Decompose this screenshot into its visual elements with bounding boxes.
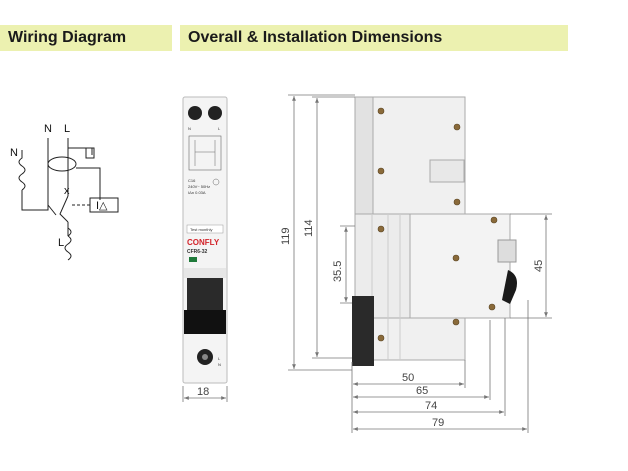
front-model: CFR6-32 bbox=[187, 249, 208, 255]
side-rail-clip bbox=[352, 296, 374, 366]
wiring-delta-label: I△ bbox=[96, 200, 108, 212]
front-term-n: N bbox=[188, 126, 191, 131]
front-trip: IΔn 0.03A bbox=[188, 190, 206, 195]
front-rating: C16 bbox=[188, 178, 196, 183]
front-toggle-slot bbox=[184, 268, 226, 278]
front-term-l: L bbox=[218, 126, 221, 131]
dim-50: 50 bbox=[402, 372, 414, 384]
dim-119: 119 bbox=[280, 227, 292, 245]
front-term-bottom-n: N bbox=[218, 362, 221, 367]
wiring-label-n-top: N bbox=[44, 123, 52, 135]
front-voltage: 240V~ 50Hz bbox=[188, 184, 210, 189]
front-test-label: Test monthly bbox=[190, 227, 212, 232]
wiring-sense-line bbox=[76, 167, 101, 200]
dim-74: 74 bbox=[425, 400, 437, 412]
wiring-diagram: N L N x I△ L bbox=[10, 123, 119, 261]
front-cert-mark bbox=[212, 178, 220, 186]
side-view bbox=[352, 96, 517, 366]
wiring-l-load-coil bbox=[64, 227, 72, 261]
wiring-diagram-header: Wiring Diagram bbox=[0, 25, 172, 51]
wiring-label-n-left: N bbox=[10, 147, 18, 159]
dim-65: 65 bbox=[416, 385, 428, 397]
front-brand: CONFLY bbox=[187, 238, 220, 247]
side-rivets bbox=[377, 107, 498, 342]
front-terminal-screw-left bbox=[188, 106, 202, 120]
wiring-n-wire bbox=[21, 138, 49, 211]
dimensions-header: Overall & Installation Dimensions bbox=[180, 25, 568, 51]
wiring-x-mark: x bbox=[64, 185, 70, 197]
wiring-switch bbox=[47, 195, 69, 223]
wiring-label-l-top: L bbox=[64, 123, 70, 135]
dim-width: 18 bbox=[197, 386, 209, 398]
dim-45: 45 bbox=[533, 260, 545, 272]
front-term-bottom-l: L bbox=[218, 356, 221, 361]
front-schematic-print bbox=[188, 135, 222, 171]
dim-114: 114 bbox=[303, 219, 315, 237]
side-toggle bbox=[502, 270, 517, 304]
dimension-lines bbox=[288, 94, 552, 433]
dim-35-5: 35.5 bbox=[332, 261, 344, 282]
dim-79: 79 bbox=[432, 417, 444, 429]
front-terminal-screw-right bbox=[208, 106, 222, 120]
front-toggle-upper bbox=[187, 278, 223, 310]
front-toggle-lever bbox=[184, 310, 226, 334]
front-indicator bbox=[189, 257, 197, 262]
wiring-test-button bbox=[85, 147, 95, 159]
wiring-test-line bbox=[68, 147, 93, 155]
wiring-n-load-coil bbox=[18, 150, 26, 191]
wiring-toroid bbox=[47, 156, 77, 172]
front-view: N L C16 240V~ 50Hz IΔn 0.03A Test monthl… bbox=[182, 96, 228, 402]
wiring-label-l-bottom: L bbox=[58, 237, 64, 249]
front-test-button bbox=[186, 224, 224, 234]
